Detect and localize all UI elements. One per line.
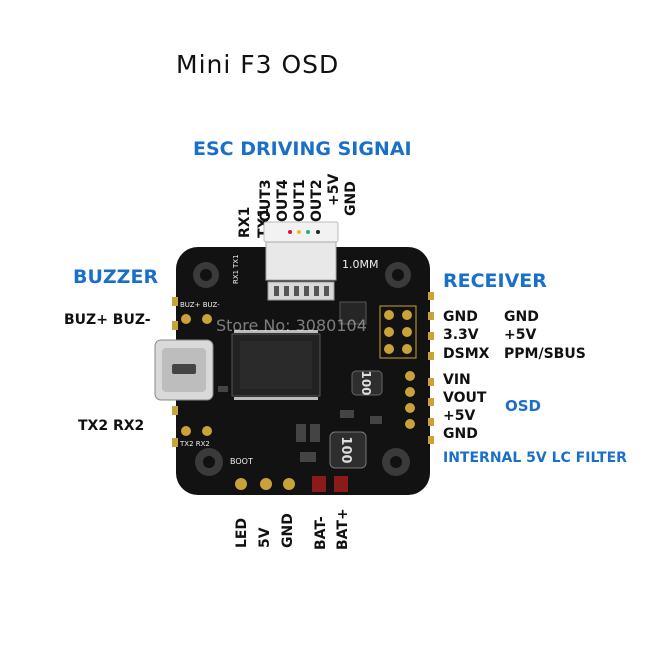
mcu-chip (231, 330, 321, 400)
small-components (218, 386, 382, 462)
receiver-right-ppm-sbus: PPM/SBUS (504, 346, 586, 362)
osd-pads (405, 371, 415, 429)
silk-tx2rx2-label: TX2 RX2 (179, 440, 210, 448)
mounting-holes (193, 262, 411, 476)
receiver-right-5v: +5V (504, 327, 537, 343)
usb-port[interactable] (154, 339, 214, 401)
silk-connector-label: 1.0MM (342, 258, 378, 271)
left-edge-pads (172, 297, 178, 447)
receiver-left-dsmx: DSMX (443, 346, 490, 362)
receiver-pads (379, 305, 417, 359)
uart2-pin-labels: TX2 RX2 (78, 418, 145, 434)
buzzer-pads (181, 314, 212, 324)
uart2-pads (181, 426, 212, 436)
esc-heading: ESC DRIVING SIGNAI (193, 138, 412, 160)
osd-chip (339, 301, 367, 325)
filter-heading: INTERNAL 5V LC FILTER (443, 450, 627, 466)
osd-gnd: GND (443, 426, 478, 442)
receiver-left-3v3: 3.3V (443, 327, 479, 343)
buzzer-heading: BUZZER (73, 266, 159, 288)
store-watermark: Store No: 3080104 (216, 316, 367, 335)
osd-vout: VOUT (443, 390, 487, 406)
large-inductor: 100 (329, 431, 367, 469)
osd-heading: OSD (505, 397, 542, 415)
osd-vin: VIN (443, 372, 471, 388)
right-edge-pads (428, 292, 434, 444)
receiver-heading: RECEIVER (443, 270, 547, 292)
receiver-left-gnd: GND (443, 309, 478, 325)
large-inductor-marking: 100 (338, 436, 353, 463)
silk-tx1-label: TX1 (232, 254, 240, 269)
page-title: Mini F3 OSD (176, 50, 340, 79)
buzzer-pin-labels: BUZ+ BUZ- (64, 312, 151, 328)
receiver-right-gnd: GND (504, 309, 539, 325)
silk-rx1-label: RX1 (232, 270, 240, 284)
silk-boot-label: BOOT (230, 457, 253, 466)
bottom-pads (235, 476, 348, 492)
osd-5v: +5V (443, 408, 476, 424)
small-inductor: 100 (351, 370, 383, 396)
esc-connector (263, 221, 339, 301)
small-inductor-marking: 100 (359, 370, 373, 395)
silk-buz-label: BUZ+ BUZ- (180, 301, 220, 309)
